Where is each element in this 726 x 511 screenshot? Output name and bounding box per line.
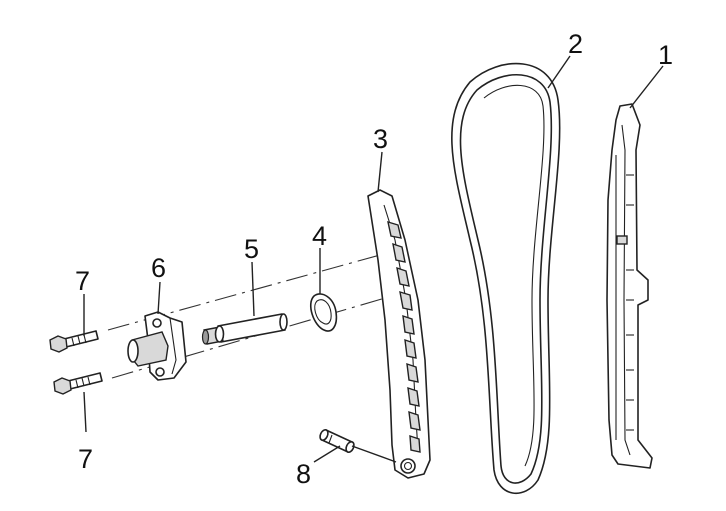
callout-3: 3 — [373, 124, 388, 154]
tensioner-housing — [127, 311, 187, 381]
tensioner-guide-arm — [367, 189, 431, 479]
bolt-upper — [49, 330, 99, 353]
chain-guide-rail — [606, 103, 653, 469]
pivot-hole — [400, 458, 416, 474]
callout-1: 1 — [658, 40, 673, 70]
leader-lines — [83, 55, 664, 463]
guide-rail-clips — [626, 174, 634, 431]
callout-5: 5 — [244, 234, 259, 264]
callout-2: 2 — [568, 29, 583, 59]
seal-ring — [309, 293, 338, 332]
arm-ribs — [387, 220, 421, 453]
tensioner-plunger — [201, 313, 288, 345]
callout-7-upper: 7 — [75, 266, 90, 296]
callout-7-lower: 7 — [78, 444, 93, 474]
callout-8: 8 — [296, 459, 311, 489]
bolt-lower — [53, 372, 103, 395]
callout-4: 4 — [312, 221, 327, 251]
pivot-pin — [319, 429, 355, 453]
callout-labels: 1 2 3 4 5 6 7 7 8 — [75, 29, 673, 489]
timing-chain — [451, 62, 561, 495]
callout-6: 6 — [151, 253, 166, 283]
